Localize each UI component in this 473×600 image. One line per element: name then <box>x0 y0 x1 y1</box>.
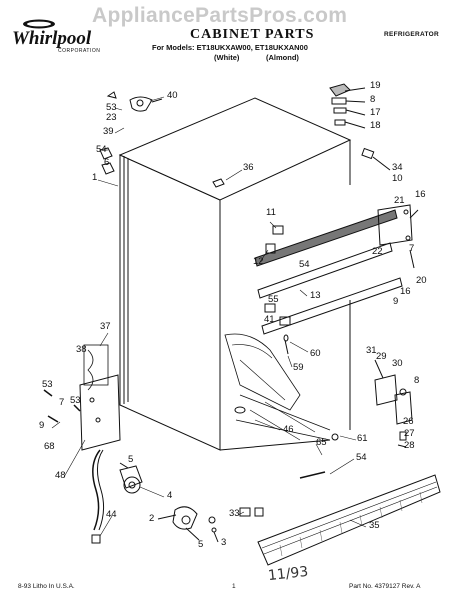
callout-16: 16 <box>400 286 411 297</box>
models-line: For Models: ET18UKXAW00, ET18UKXAN00 <box>152 43 308 52</box>
callout-26: 26 <box>403 416 414 427</box>
callout-54: 54 <box>356 452 367 463</box>
callout-40: 40 <box>167 90 178 101</box>
callout-7: 7 <box>59 397 64 408</box>
callout-13: 13 <box>310 290 321 301</box>
callout-38: 38 <box>76 344 87 355</box>
watermark-text: AppliancePartsPros.com <box>92 4 348 27</box>
liner-interior <box>224 333 331 441</box>
callout-36: 36 <box>243 162 254 173</box>
callout-17: 17 <box>370 107 381 118</box>
shelf-rails <box>254 147 419 335</box>
callout-53: 53 <box>42 379 53 390</box>
callout-22: 22 <box>372 246 383 257</box>
callout-5: 5 <box>198 539 203 550</box>
callout-4: 4 <box>167 490 172 501</box>
roller-assembly <box>119 462 264 543</box>
cabinet-shell <box>118 97 352 451</box>
callout-10: 10 <box>392 173 403 184</box>
callout-20: 20 <box>416 275 427 286</box>
callout-8: 8 <box>414 375 419 386</box>
callout-35: 35 <box>369 520 380 531</box>
callout-53: 53 <box>106 102 117 113</box>
callout-55: 55 <box>268 294 279 305</box>
brand-subtitle: CORPORATION <box>58 48 101 54</box>
toe-grille <box>257 433 441 566</box>
callout-44: 44 <box>106 509 117 520</box>
callout-31: 31 <box>366 345 377 356</box>
callout-9: 9 <box>393 296 398 307</box>
callout-68: 68 <box>44 441 55 452</box>
callout-5: 5 <box>128 454 133 465</box>
callout-19: 19 <box>370 80 381 91</box>
callout-41: 41 <box>264 314 275 325</box>
brand-emblem-icon <box>23 19 55 29</box>
callout-1: 1 <box>92 172 97 183</box>
callout-60: 60 <box>310 348 321 359</box>
callout-30: 30 <box>392 358 403 369</box>
callout-39: 39 <box>103 126 114 137</box>
callout-61: 61 <box>357 433 368 444</box>
callout-3: 3 <box>221 537 226 548</box>
callout-21: 21 <box>394 195 405 206</box>
brand-name: Whirlpool <box>12 28 92 49</box>
white-label: (White) <box>214 53 240 62</box>
callout-65: 65 <box>316 437 327 448</box>
callout-18: 18 <box>370 120 381 131</box>
door-stop-assembly <box>374 359 413 448</box>
callout-12: 12 <box>253 256 264 267</box>
callout-59: 59 <box>293 362 304 373</box>
callout-37: 37 <box>100 321 111 332</box>
footer-page-number: 1 <box>232 583 236 590</box>
leader-lines <box>51 96 367 537</box>
callout-53: 53 <box>70 395 81 406</box>
right-top-hinge <box>329 83 366 129</box>
callout-7: 7 <box>409 243 414 254</box>
callout-23: 23 <box>106 112 117 123</box>
page-title: CABINET PARTS <box>190 27 315 42</box>
callout-54: 54 <box>299 259 310 270</box>
callout-6: 6 <box>104 157 109 168</box>
category-label: REFRIGERATOR <box>384 31 439 38</box>
callout-27: 27 <box>404 428 415 439</box>
small-brackets <box>212 178 291 355</box>
brand-logo: Whirlpool CORPORATION <box>12 19 100 54</box>
footer-litho: 8-93 Litho In U.S.A. <box>18 583 75 590</box>
callout-29: 29 <box>376 351 387 362</box>
callout-33: 33 <box>229 508 240 519</box>
callout-8: 8 <box>370 94 375 105</box>
footer-part-number: Part No. 4379127 Rev. A <box>349 583 421 590</box>
callout-54: 54 <box>96 144 107 155</box>
callout-34: 34 <box>392 162 403 173</box>
callout-28: 28 <box>404 440 415 451</box>
callout-11: 11 <box>266 207 276 218</box>
almond-label: (Almond) <box>266 53 299 62</box>
top-hinge-assembly <box>106 91 163 112</box>
callout-2: 2 <box>149 513 154 524</box>
wiring-harness <box>43 147 121 544</box>
callout-9: 9 <box>39 420 44 431</box>
callout-46: 46 <box>283 424 294 435</box>
callout-48: 48 <box>55 470 66 481</box>
callout-16: 16 <box>415 189 426 200</box>
